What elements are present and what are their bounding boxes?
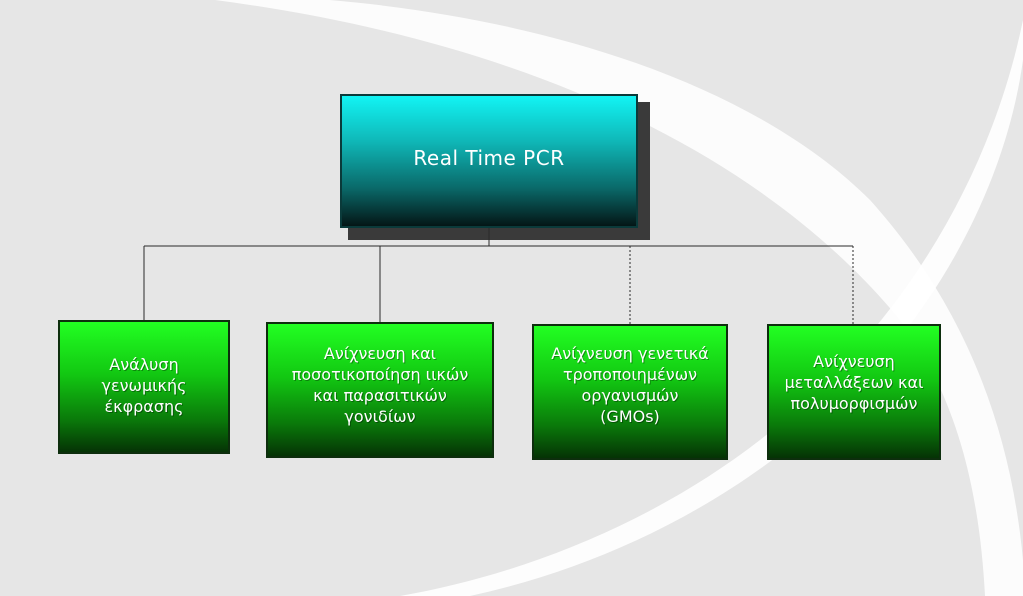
child-node-label: Ανίχνευση και ποσοτικοποίηση ιικών και π… bbox=[291, 344, 469, 426]
child-node-gmo-detection: Ανίχνευση γενετικά τροποποιημένων οργανι… bbox=[532, 324, 728, 460]
root-node: Real Time PCR bbox=[340, 94, 638, 228]
child-node-label: Ανάλυση γενωμικής έκφρασης bbox=[101, 354, 187, 416]
child-node-label: Ανίχνευση μεταλλάξεων και πολυμορφισμών bbox=[784, 351, 924, 413]
child-node-label: Ανίχνευση γενετικά τροποποιημένων οργανι… bbox=[551, 344, 709, 426]
child-node-viral-parasitic-genes: Ανίχνευση και ποσοτικοποίηση ιικών και π… bbox=[266, 322, 494, 458]
root-node-label: Real Time PCR bbox=[413, 146, 565, 170]
child-node-gene-expression: Ανάλυση γενωμικής έκφρασης bbox=[58, 320, 230, 454]
child-node-mutations-polymorphisms: Ανίχνευση μεταλλάξεων και πολυμορφισμών bbox=[767, 324, 941, 460]
